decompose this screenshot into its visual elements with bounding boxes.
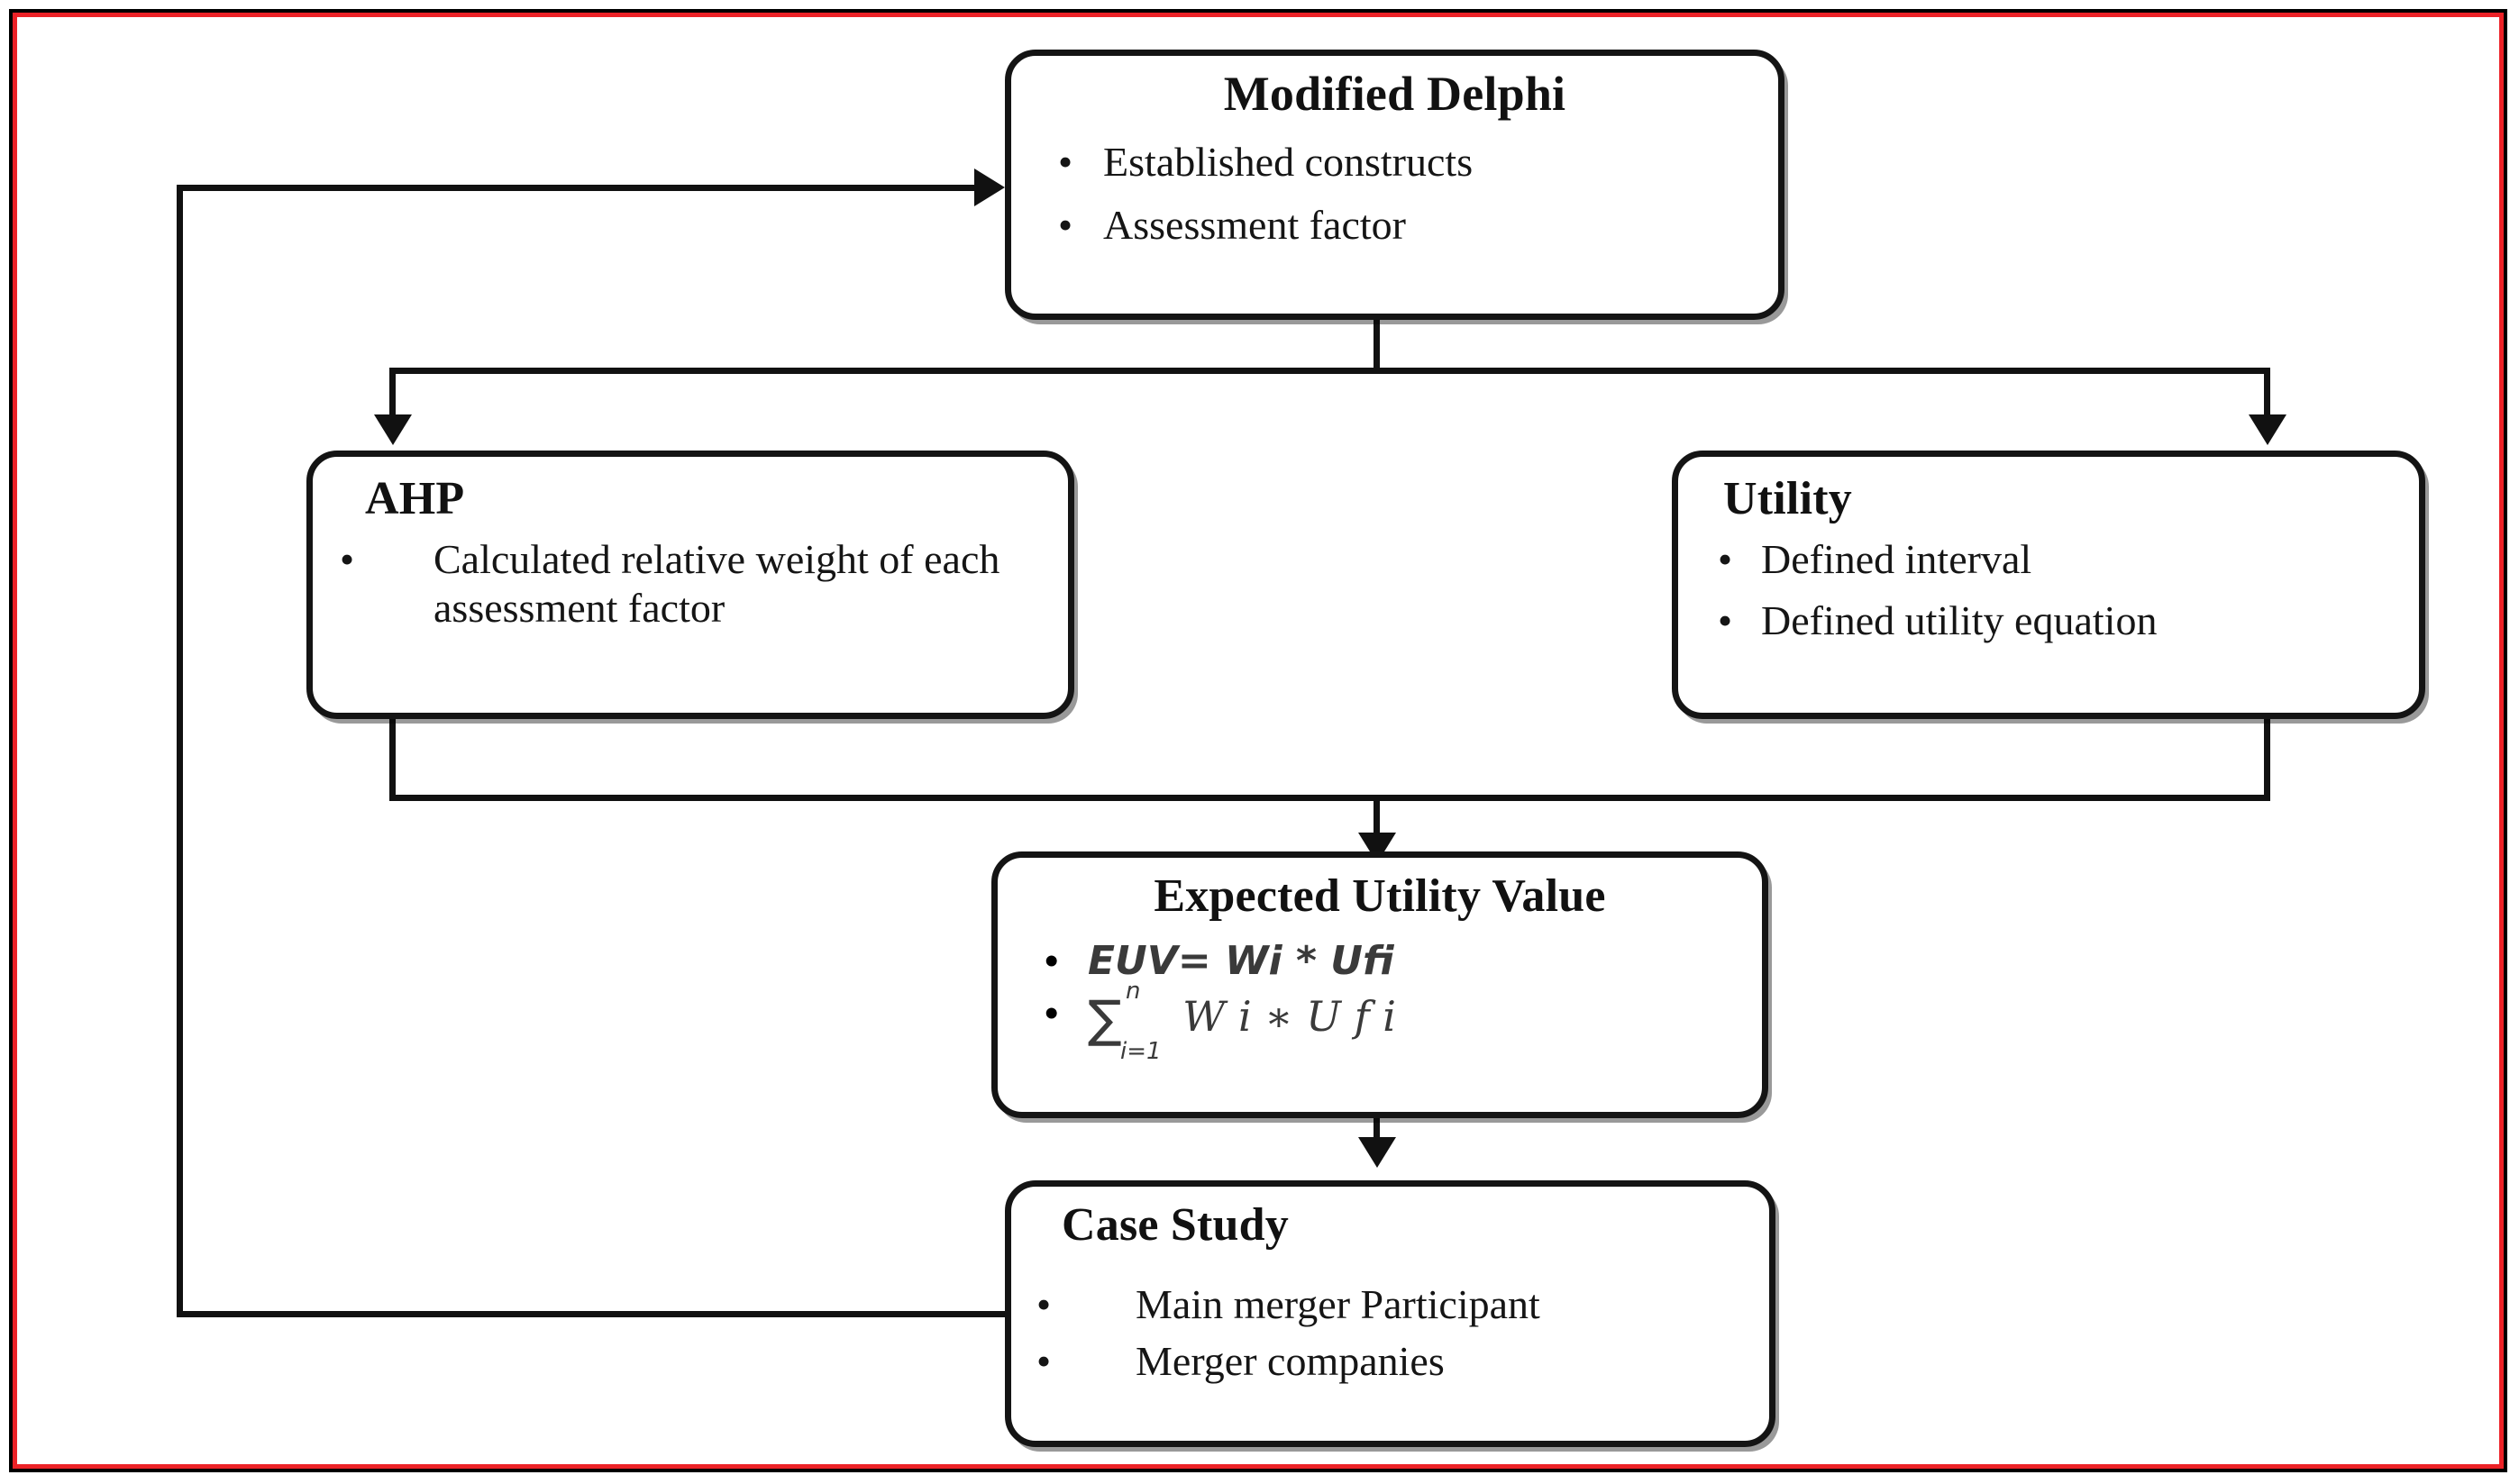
sigma-icon: ∑ xyxy=(1088,989,1122,1049)
bullet-icon: • xyxy=(1036,1280,1052,1327)
edge-feedback-bottom xyxy=(177,1311,1015,1317)
list-item: • Calculated relative weight of each ass… xyxy=(340,535,1068,633)
edge-feedback-top xyxy=(177,185,988,191)
flowchart-area: Modified Delphi • Established constructs… xyxy=(17,17,2502,1467)
formula-list-expected-utility-value: • EUV= Wi * Ufi • ∑ n i=1 W i ∗ U f i xyxy=(1045,938,1762,1065)
edge-delphi-stem xyxy=(1374,303,1380,373)
bullet-icon: • xyxy=(1058,202,1073,249)
summation-upper-limit: n xyxy=(1126,977,1141,1005)
node-title-expected-utility-value: Expected Utility Value xyxy=(1154,870,1606,922)
bullet-icon: • xyxy=(340,535,355,582)
list-item: • Established constructs xyxy=(1058,138,1778,186)
node-modified-delphi[interactable]: Modified Delphi • Established constructs… xyxy=(1005,50,1784,320)
list-item: • Main merger Participant xyxy=(1036,1281,1769,1328)
list-item-label: Established constructs xyxy=(1103,138,1474,185)
node-title-ahp: AHP xyxy=(365,473,465,524)
formula-euv-summation-expression: W i ∗ U f i xyxy=(1182,991,1396,1041)
node-case-study[interactable]: Case Study • Main merger Participant • M… xyxy=(1005,1180,1775,1447)
edge-split-right-drop xyxy=(2264,368,2270,425)
list-item-label: Defined utility equation xyxy=(1761,597,2158,644)
node-title-utility: Utility xyxy=(1723,473,1852,524)
bullet-icon: • xyxy=(1045,990,1059,1035)
list-item-label: Main merger Participant xyxy=(1136,1280,1540,1327)
bullet-icon: • xyxy=(1718,535,1733,582)
edge-feedback-left-rail xyxy=(177,185,183,1317)
list-item-label: Calculated relative weight of each asses… xyxy=(434,535,1000,631)
formula-euv-simple: EUV= Wi * Ufi xyxy=(1088,937,1394,984)
bullet-icon: • xyxy=(1718,597,1733,644)
bullet-icon: • xyxy=(1058,138,1073,185)
list-item: • Assessment factor xyxy=(1058,202,1778,249)
bullet-list-ahp: • Calculated relative weight of each ass… xyxy=(340,535,1068,633)
node-title-modified-delphi: Modified Delphi xyxy=(1223,67,1566,121)
node-expected-utility-value[interactable]: Expected Utility Value • EUV= Wi * Ufi •… xyxy=(991,851,1768,1118)
list-item-label: Defined interval xyxy=(1761,535,2032,582)
summation-lower-limit: i=1 xyxy=(1120,1037,1162,1065)
bullet-list-utility: • Defined interval • Defined utility equ… xyxy=(1718,535,2419,644)
edge-utility-stem xyxy=(2264,702,2270,801)
outer-black-frame xyxy=(9,9,2507,1472)
arrow-into-utility xyxy=(2249,414,2286,445)
edge-merge-centre-drop xyxy=(1374,795,1380,843)
list-item-label: Assessment factor xyxy=(1103,202,1406,249)
list-item: • Merger companies xyxy=(1036,1338,1769,1385)
edge-euv-stem xyxy=(1374,1101,1380,1148)
arrow-into-delphi xyxy=(974,168,1005,206)
bullet-icon: • xyxy=(1045,938,1059,983)
node-title-case-study: Case Study xyxy=(1062,1199,1289,1251)
node-utility[interactable]: Utility • Defined interval • Defined uti… xyxy=(1672,451,2425,719)
list-item-formula-euv: • EUV= Wi * Ufi xyxy=(1045,938,1762,985)
edge-merge-bar xyxy=(389,795,2270,801)
arrow-into-ahp xyxy=(374,414,412,445)
list-item: • Defined interval xyxy=(1718,535,2419,583)
list-item-formula-summation: • ∑ n i=1 W i ∗ U f i xyxy=(1045,978,1762,1065)
list-item: • Defined utility equation xyxy=(1718,597,2419,644)
arrow-into-case-study xyxy=(1358,1137,1396,1168)
bullet-list-modified-delphi: • Established constructs • Assessment fa… xyxy=(1058,138,1778,249)
edge-split-bar xyxy=(389,368,2270,374)
edge-split-left-drop xyxy=(389,368,396,425)
summation-symbol-group: ∑ n i=1 xyxy=(1088,978,1162,1065)
bullet-icon: • xyxy=(1036,1338,1052,1385)
node-ahp[interactable]: AHP • Calculated relative weight of each… xyxy=(306,451,1074,719)
bullet-list-case-study: • Main merger Participant • Merger compa… xyxy=(1036,1281,1769,1385)
edge-ahp-stem xyxy=(389,702,396,801)
list-item-label: Merger companies xyxy=(1136,1338,1445,1385)
